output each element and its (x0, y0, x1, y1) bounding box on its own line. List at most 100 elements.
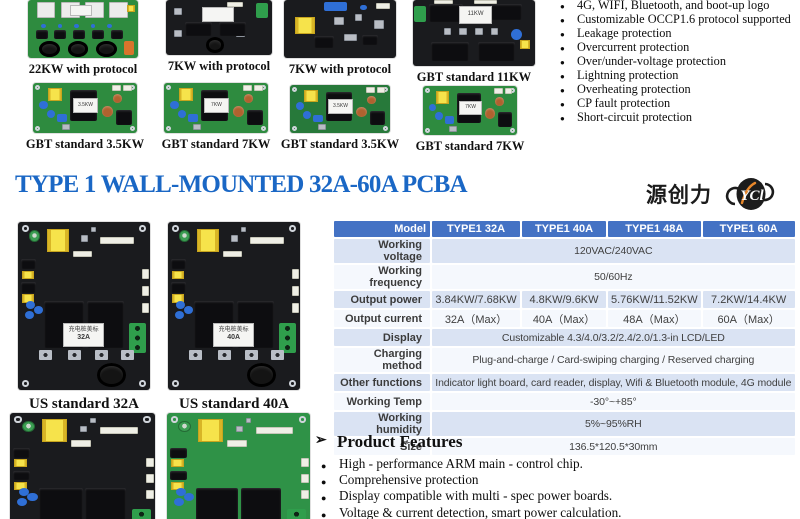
pcb-component-hole (424, 128, 430, 134)
pcb-component-bluec (296, 102, 304, 110)
pcb-component-pad (344, 33, 357, 42)
feature-item: Display compatible with multi - spec pow… (315, 488, 797, 506)
pcb-component-screw (120, 349, 135, 360)
pcb-component-relay (170, 258, 187, 270)
pcb-component-pad (235, 425, 243, 433)
pcb-component-pad (459, 27, 467, 35)
spec-cell: 7.2KW/14.4KW (702, 291, 795, 308)
pcb-component-coil (67, 40, 89, 57)
pcb-component-relay (12, 448, 31, 458)
spec-cell: 120VAC/240VAC (432, 239, 795, 263)
pcb-component-relay (195, 488, 239, 519)
pcb-component-wconn (146, 457, 154, 468)
pcb-component-wconn (227, 440, 248, 447)
pcb-component-relay (20, 258, 37, 270)
table-header-model: Model (334, 221, 430, 237)
spec-cell: 50/60Hz (432, 265, 795, 289)
spec-cell: 4.8KW/9.6KW (522, 291, 606, 308)
pcb-component-ecap (178, 230, 191, 243)
pcb-image: 7KW (164, 83, 268, 133)
pcb-component-screw (39, 349, 53, 360)
spec-row-label: Charging method (334, 348, 430, 372)
feature-item: Lightning protection (560, 68, 798, 84)
pcb-component-relay (491, 3, 522, 20)
pcb-component-oc (356, 106, 367, 118)
pcb-component-relay (170, 282, 187, 293)
pcb-component-oc (113, 94, 123, 103)
svg-text:YCl: YCl (740, 188, 764, 204)
pcb-component-bluec (24, 311, 34, 320)
pcb-component-wconn (142, 285, 149, 296)
pcb-component-relay (428, 3, 464, 22)
product-features: Product Features High - performance ARM … (315, 432, 797, 519)
pcb-component-pad (475, 27, 483, 35)
pcb-component-xf (14, 459, 28, 468)
pcb-component-wconn (292, 302, 299, 313)
table-row: Working Temp -30°~+85° (334, 393, 795, 410)
board-caption: US standard 40A (178, 396, 290, 412)
table-row: Output current 32A（Max） 40A（Max） 48A（Max… (334, 310, 795, 327)
brand-name-cn: 源创力 (646, 183, 712, 207)
pcb-component-pad (174, 7, 182, 15)
pcb-component-wconn (142, 302, 149, 313)
pcb-component-pad (354, 13, 363, 22)
pcb-component-xf (304, 89, 318, 103)
pcb-component-bluec (27, 493, 38, 501)
pcb-component-bluec (303, 110, 311, 119)
pcb-image: 充电桩美标 32A (18, 222, 150, 390)
pcb-component-hole (292, 126, 297, 132)
pcb-component-screw (189, 349, 203, 360)
pcb-component-wconn (249, 237, 285, 244)
pcb-component-bluec (435, 112, 443, 121)
pcb-component-xf (127, 4, 135, 12)
pcb-component-screw (94, 349, 108, 360)
board-caption: GBT standard 3.5KW (25, 137, 145, 151)
pcb-component-relay (73, 30, 86, 40)
pcb-component-wconn (99, 427, 138, 434)
pcb-component-bluec (428, 103, 437, 112)
pcb-component-hole (171, 225, 179, 233)
pcb-component-term (256, 3, 268, 18)
spec-cell: Plug-and-charge / Card-swiping charging … (432, 348, 795, 372)
pcb-component-bluec (39, 101, 48, 109)
spec-cell: -30°~+85° (432, 393, 795, 410)
pcb-component-wconn (146, 489, 154, 500)
pcb-component-relay (431, 41, 470, 62)
pcb-component-pad (443, 27, 451, 35)
pcb-component-bluec (175, 488, 186, 497)
pcb-component-wconn (301, 457, 309, 468)
board-sticker: 3.5KW (328, 99, 353, 114)
pcb-component-relay (116, 110, 132, 125)
pcb-component-relay (219, 22, 246, 36)
pcb-image (284, 0, 396, 58)
pcb-component-hole (424, 87, 430, 93)
table-row: Output power 3.84KW/7.68KW 4.8KW/9.6KW 5… (334, 291, 795, 308)
pcb-component-stkT2 (202, 6, 234, 22)
pcb-component-wconn (112, 85, 122, 91)
spec-row-label: Working frequency (334, 265, 430, 289)
pcb-component-relay (247, 110, 263, 125)
pcb-component-ecap (21, 421, 35, 433)
pcb-component-pad (245, 417, 252, 423)
pcb-component-term3 (128, 322, 147, 354)
pcb-component-bluec (74, 24, 79, 29)
pcb-component-xf (47, 228, 70, 253)
feature-item: Over/under-voltage protection (560, 54, 798, 70)
feature-item: Customizable OCCP1.6 protocol supported (560, 12, 798, 28)
board-caption: GBT standard 11KW (416, 70, 532, 84)
pcb-component-wconn (433, 0, 454, 4)
feature-item: Overheating protection (560, 82, 798, 98)
pcb-component-blue (324, 1, 347, 11)
pcb-component-hole (166, 126, 172, 131)
brand-emblem-icon: YCl (725, 178, 775, 210)
pcb-component-wconn (375, 3, 391, 10)
brand-logo: 源创力 YCl (646, 176, 786, 212)
pcb-component-blue (313, 114, 323, 123)
pcb-component-pad (90, 227, 96, 233)
pcb-component-coil (96, 40, 118, 57)
pcb-component-wconn (123, 85, 132, 91)
pcb-component-xf (41, 419, 67, 442)
pcb-component-pad (89, 417, 96, 423)
spec-table: Model TYPE1 32A TYPE1 40A TYPE1 48A TYPE… (332, 219, 797, 457)
pcb-component-relay (477, 41, 516, 62)
